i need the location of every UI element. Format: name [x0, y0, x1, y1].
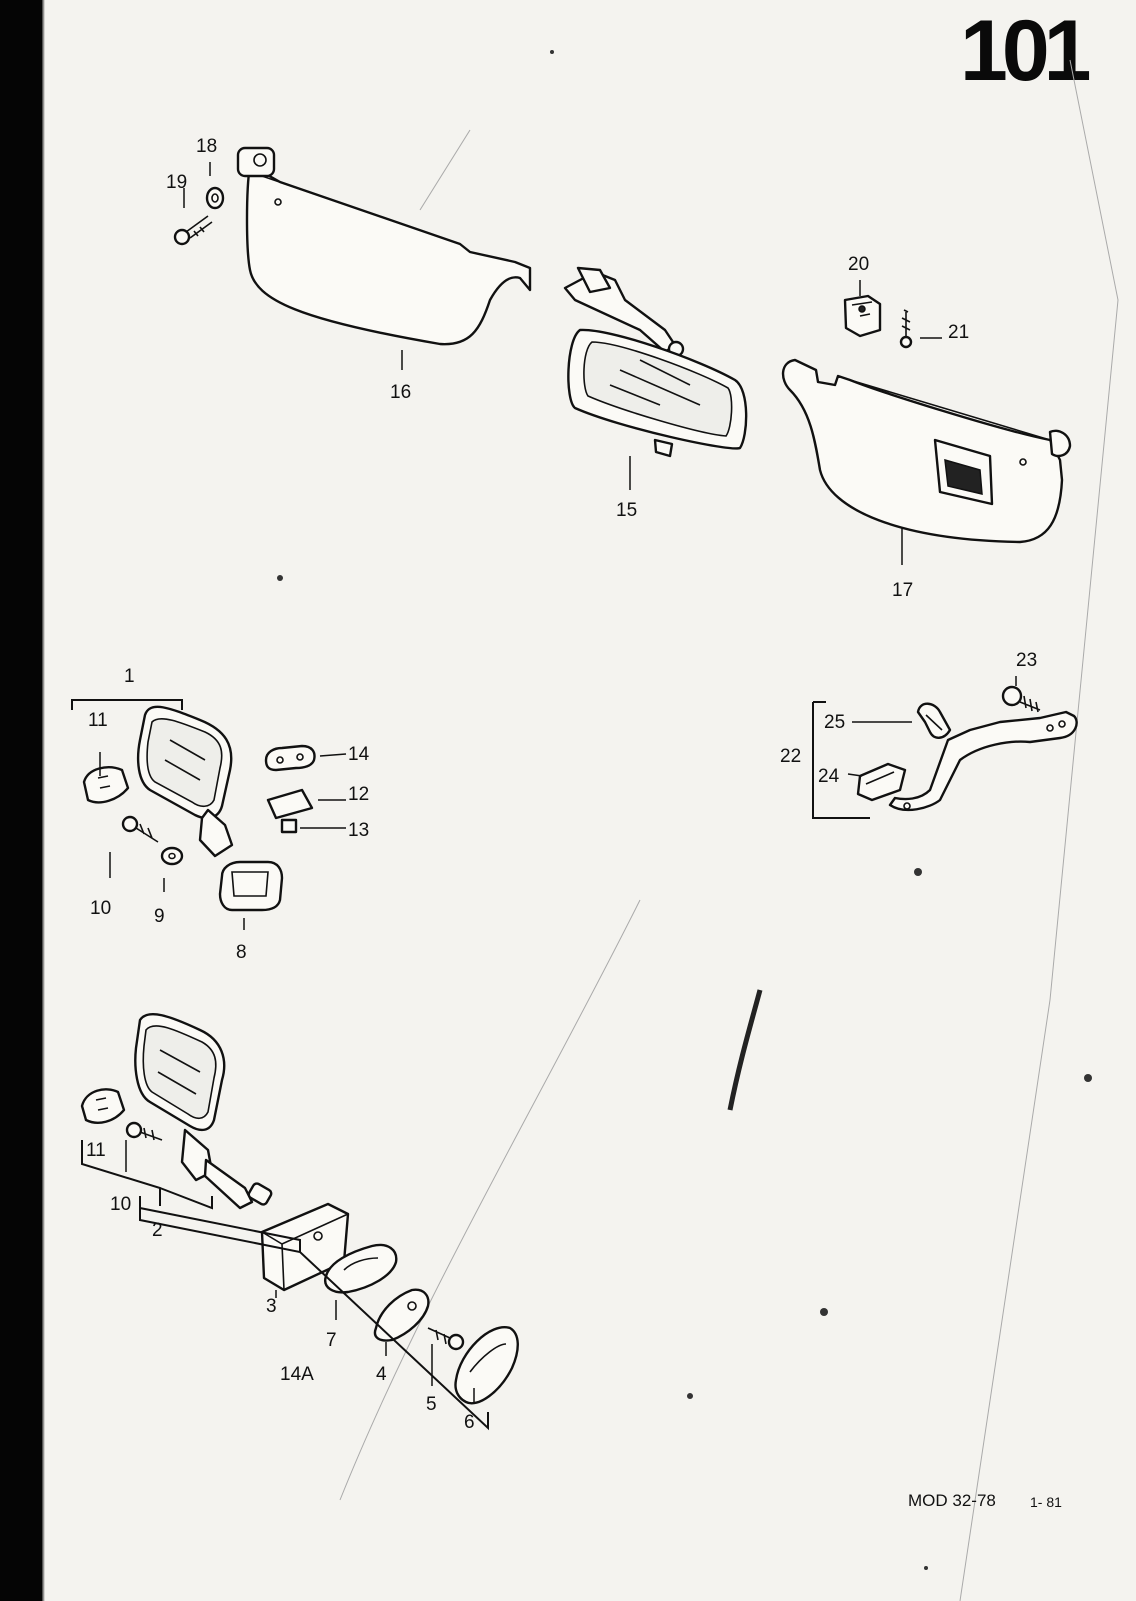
- page-crease: [959, 59, 1119, 1601]
- callout-11-upper: 11: [88, 710, 108, 731]
- callout-15: 15: [616, 500, 637, 521]
- crease-diagonal: [339, 899, 641, 1501]
- visor-clip-20: [843, 294, 882, 338]
- callout-23: 23: [1016, 650, 1037, 671]
- callout-18: 18: [196, 136, 217, 157]
- callout-17: 17: [892, 580, 913, 601]
- screw-5: [427, 1327, 465, 1351]
- sun-visor-right: [781, 358, 1072, 544]
- washer-9: [160, 846, 184, 866]
- leader-lines: [71, 162, 1017, 1431]
- cover-11-upper: [82, 766, 130, 804]
- screw-10-upper: [121, 815, 159, 843]
- callout-14A: 14A: [280, 1364, 314, 1385]
- brace-1: [71, 699, 183, 710]
- exterior-mirror-lower: [134, 1012, 273, 1210]
- gasket-7: [324, 1243, 398, 1294]
- screw-23: [1001, 685, 1041, 713]
- clip-24: [856, 762, 907, 802]
- binding-strip: [0, 0, 42, 1601]
- callout-22: 22: [780, 746, 801, 767]
- interior-mirror: [563, 266, 748, 458]
- callout-7: 7: [326, 1330, 337, 1351]
- exterior-mirror-upper: [136, 705, 234, 858]
- callout-3: 3: [266, 1296, 277, 1317]
- page-number: 101: [960, 3, 1091, 99]
- callout-12: 12: [348, 784, 369, 805]
- cover-11-lower: [80, 1088, 126, 1124]
- washer-18: [205, 186, 225, 210]
- callout-9: 9: [154, 906, 165, 927]
- brace-2: [81, 1140, 213, 1210]
- plate-13: [280, 818, 298, 834]
- callout-8: 8: [236, 942, 247, 963]
- callout-20: 20: [848, 254, 869, 275]
- plate-14: [264, 744, 316, 772]
- clip-25: [916, 702, 952, 739]
- callout-16: 16: [390, 382, 411, 403]
- crease-mark: [419, 129, 471, 211]
- callout-13: 13: [348, 820, 369, 841]
- screw-10-lower: [125, 1121, 163, 1141]
- scan-specks: [277, 50, 1092, 1570]
- callout-6: 6: [464, 1412, 475, 1433]
- binding-shadow: [42, 0, 45, 1601]
- mirror-bracket-22: [888, 710, 1078, 812]
- callout-5: 5: [426, 1394, 437, 1415]
- callout-19: 19: [166, 172, 187, 193]
- callout-24: 24: [818, 766, 840, 787]
- callout-10-upper: 10: [90, 898, 111, 919]
- callout-4: 4: [376, 1364, 387, 1385]
- bracket-4: [373, 1288, 430, 1342]
- brace-22: [812, 702, 870, 819]
- callout-2: 2: [152, 1220, 163, 1241]
- base-plate-8: [218, 860, 284, 912]
- callout-10-lower: 10: [110, 1194, 131, 1215]
- issue-date: 1- 81: [1030, 1494, 1062, 1510]
- callout-1: 1: [124, 666, 135, 687]
- sun-visor-left: [236, 146, 532, 346]
- callout-25: 25: [824, 712, 845, 733]
- brace-14A: [139, 1208, 489, 1431]
- screw-19: [173, 215, 213, 246]
- cover-6: [454, 1326, 519, 1405]
- callout-21: 21: [948, 322, 969, 343]
- plate-12: [266, 788, 314, 820]
- callout-14: 14: [348, 744, 370, 765]
- screw-21: [899, 309, 913, 349]
- model-code: MOD 32-78: [908, 1491, 996, 1510]
- callout-11-lower: 11: [86, 1140, 106, 1161]
